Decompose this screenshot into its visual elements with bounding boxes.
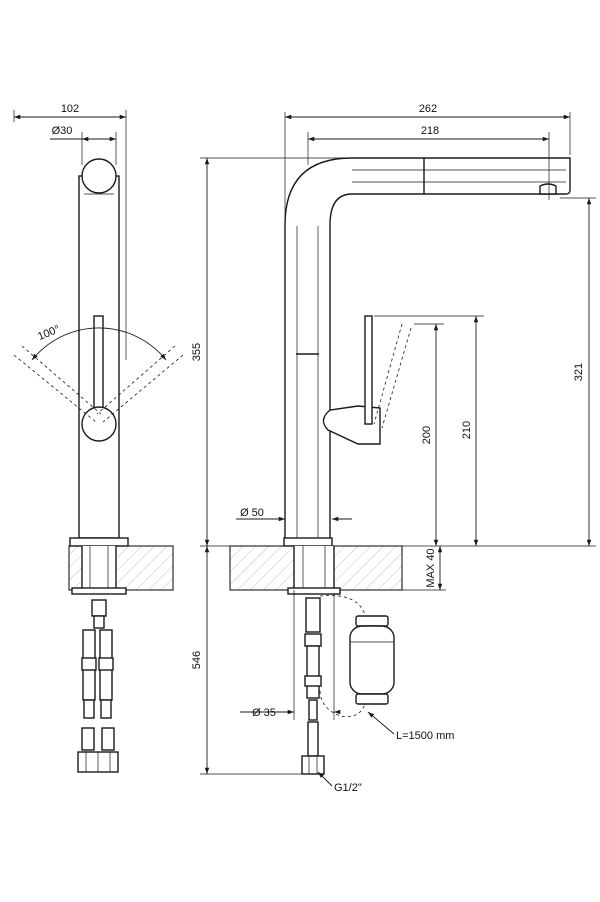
front-hoses xyxy=(301,597,325,775)
dim-218: 218 xyxy=(421,125,439,137)
front-lever xyxy=(364,315,373,425)
dim-dia-35: Ø 35 xyxy=(252,707,276,719)
angle-arc xyxy=(31,327,167,361)
dim-102: 102 xyxy=(61,103,79,115)
lever-range-left xyxy=(13,345,102,423)
hose-length-label: L=1500 mm xyxy=(396,730,454,742)
front-view xyxy=(200,112,596,787)
side-handle-hub xyxy=(81,406,117,442)
front-base-flange xyxy=(283,537,333,547)
dim-dia-50: Ø 50 xyxy=(240,507,264,519)
dim-200: 200 xyxy=(421,426,433,444)
dim-355: 355 xyxy=(191,343,203,361)
front-spout-body xyxy=(284,157,571,538)
dim-max-40: MAX 40 xyxy=(425,548,437,587)
thread-label: G1/2" xyxy=(334,782,362,794)
dim-angle-100: 100° xyxy=(36,323,62,343)
lever-range-right xyxy=(96,345,184,423)
side-lever xyxy=(93,315,104,421)
dim-262: 262 xyxy=(419,103,437,115)
dim-321: 321 xyxy=(573,363,585,381)
side-view xyxy=(13,110,184,773)
dim-dia-30: Ø30 xyxy=(52,125,73,137)
hose-counterweight xyxy=(349,615,395,705)
side-hoses xyxy=(81,599,114,719)
dim-546: 546 xyxy=(191,651,203,669)
pull-out-hose xyxy=(319,595,367,718)
spout-outlet xyxy=(539,183,557,195)
side-fittings xyxy=(77,727,119,773)
dim-210: 210 xyxy=(461,421,473,439)
dimension-labels: 102 Ø30 100° 262 218 355 321 200 210 Ø 5… xyxy=(36,103,585,794)
side-top-knob xyxy=(81,158,117,194)
side-base-flange xyxy=(69,537,129,547)
